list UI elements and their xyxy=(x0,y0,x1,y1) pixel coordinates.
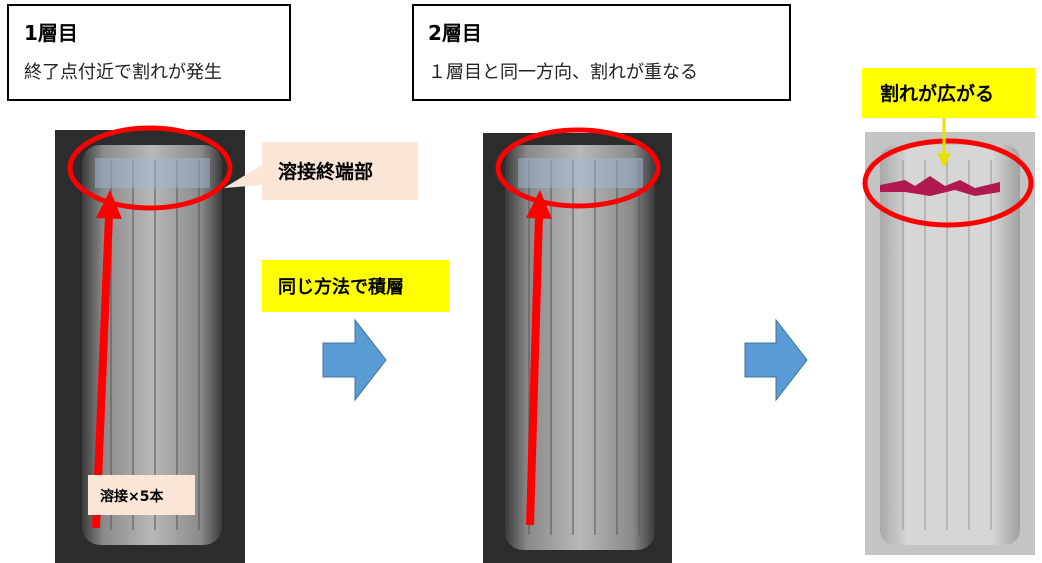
photo-layer2 xyxy=(483,133,672,563)
photo-layer1 xyxy=(55,130,245,563)
layer2-box: 2層目 １層目と同一方向、割れが重なる xyxy=(412,4,791,101)
layer2-title: 2層目 xyxy=(428,21,482,45)
highlight-ellipse-2 xyxy=(495,127,661,209)
weld-direction-arrow-2 xyxy=(526,190,552,526)
weld-end-callout: 溶接終端部 xyxy=(224,142,418,200)
weld-count-label: 溶接×5本 xyxy=(100,488,164,505)
crack-spread-label: 割れが広がる xyxy=(880,82,994,105)
right-arrow-icon xyxy=(322,318,387,402)
weld-end-label: 溶接終端部 xyxy=(278,160,373,183)
weld-count-callout: 溶接×5本 xyxy=(88,475,195,515)
highlight-ellipse-3 xyxy=(862,138,1034,228)
same-method-label: 同じ方法で積層 xyxy=(278,276,404,298)
crack-mark xyxy=(880,176,1000,196)
highlight-ellipse-1 xyxy=(67,125,233,211)
layer1-box: 1層目 終了点付近で割れが発生 xyxy=(7,4,291,101)
photo-dye-test xyxy=(865,132,1035,555)
right-arrow-icon xyxy=(744,318,808,402)
layer1-description: 終了点付近で割れが発生 xyxy=(24,62,222,83)
same-method-callout: 同じ方法で積層 xyxy=(262,260,450,312)
layer2-description: １層目と同一方向、割れが重なる xyxy=(428,62,698,83)
crack-spread-callout: 割れが広がる xyxy=(862,68,1035,168)
layer1-title: 1層目 xyxy=(24,21,78,45)
